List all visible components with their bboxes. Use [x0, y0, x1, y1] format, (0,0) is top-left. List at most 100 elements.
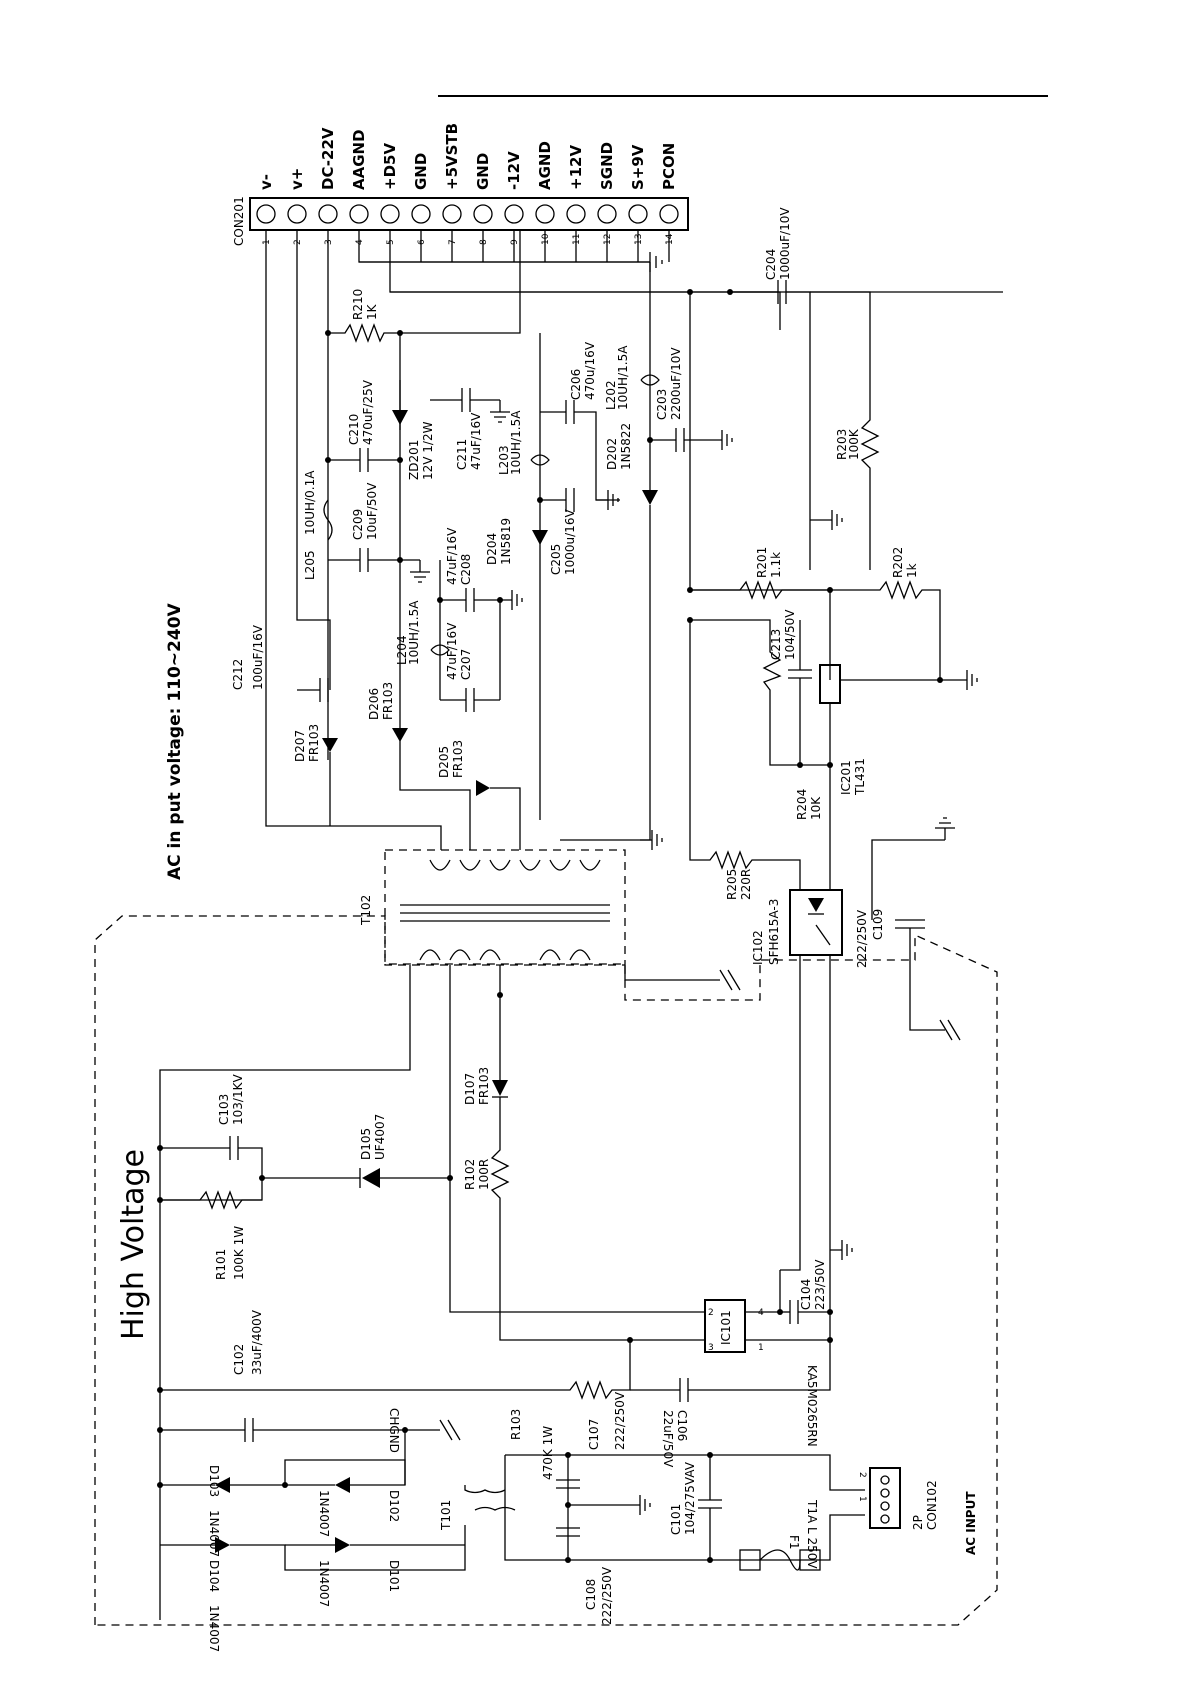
connector-pin-number-2: 2 — [293, 239, 303, 245]
c204-val: 1000uF/10V — [778, 207, 792, 280]
con102-body — [869, 1467, 901, 1529]
r102-ref: R102 — [463, 1159, 477, 1190]
c212-ref: C212 — [231, 659, 245, 690]
ic201-ref: IC201 — [839, 760, 853, 795]
connector-pin-12 — [597, 204, 617, 224]
r210-ref: R210 — [351, 289, 365, 320]
zd201-val: 12V 1/2W — [421, 421, 435, 480]
c109-ref: C109 — [871, 909, 885, 940]
d202-val: 1N5822 — [619, 423, 633, 470]
r205-val: 220R — [739, 869, 753, 900]
connector-pin-number-5: 5 — [386, 239, 396, 245]
con102-val: 2P — [911, 1515, 925, 1530]
connector-pin-number-9: 9 — [510, 239, 520, 245]
connector-pin-number-13: 13 — [634, 234, 644, 245]
connector-pin-6 — [411, 204, 431, 224]
c104-val: 223/50V — [813, 1259, 827, 1310]
connector-pin-label-12: SGND — [598, 142, 616, 190]
d103-ref: D103 — [207, 1465, 221, 1497]
ac-input-label: AC INPUT — [964, 1491, 978, 1555]
d205-val: FR103 — [451, 740, 465, 778]
con102-pin-2: 2 — [857, 1472, 867, 1478]
connector-ref: CON201 — [232, 196, 246, 246]
connector-pin-number-14: 14 — [665, 233, 675, 245]
connector-body — [249, 197, 689, 231]
c102-val: 33uF/400V — [250, 1309, 264, 1375]
c107-val: 222/250V — [613, 1391, 627, 1450]
secondary-grounds — [410, 400, 843, 850]
ic201-val: TL431 — [853, 758, 867, 796]
c208-ref: C208 — [459, 554, 473, 585]
connector-pin-label-1: v- — [257, 174, 275, 190]
c106-val: 22uF/50V — [661, 1410, 675, 1468]
r202-val: 1k — [905, 563, 919, 578]
transformer-t102: T102 — [359, 849, 626, 966]
d104-val: 1N4007 — [207, 1605, 221, 1652]
c208-val: 47uF/16V — [445, 527, 459, 585]
connector-pin-label-5: +D5V — [381, 143, 399, 190]
connector-pin-number-8: 8 — [479, 239, 489, 245]
connector-pin-label-13: S+9V — [629, 144, 647, 190]
connector-pin-7 — [442, 204, 462, 224]
ic101-ref: IC101 — [719, 1310, 733, 1345]
c211-ref: C211 — [455, 439, 469, 470]
connector-pin-label-10: AGND — [536, 141, 554, 190]
connector-pin-number-6: 6 — [417, 239, 427, 245]
c206-val: 470u/16V — [583, 341, 597, 400]
connector-pin-label-3: DC-22V — [319, 127, 337, 190]
component-labels: C204 1000uF/10V R210 1K C210 470uF/25V Z… — [207, 207, 978, 1653]
c108-val: 222/250V — [600, 1566, 614, 1625]
c103-ref: C103 — [217, 1094, 231, 1125]
high-voltage-title: High Voltage — [116, 1149, 151, 1340]
r201-val: 1.1k — [769, 552, 783, 578]
l202-val: 10UH/1.5A — [616, 345, 630, 410]
l202-ref: L202 — [604, 380, 618, 410]
connector-pin-label-7: +5VSTB — [443, 123, 461, 190]
ic102-body — [789, 889, 843, 956]
connector-pin-14 — [659, 204, 679, 224]
connector-pin-5 — [380, 204, 400, 224]
d205-ref: D205 — [437, 746, 451, 778]
junction-dots — [157, 289, 943, 1563]
c101-ref: C101 — [669, 1504, 683, 1535]
d103-val: 1N4007 — [207, 1510, 221, 1557]
connector-pin-3 — [318, 204, 338, 224]
r203-val: 100K — [847, 428, 861, 460]
c101-val: 104/275VAV — [683, 1461, 697, 1535]
connector-pin-10 — [535, 204, 555, 224]
t101-ref: T101 — [439, 1500, 453, 1531]
connector-pin-label-2: v+ — [288, 168, 306, 190]
c103-val: 103/1KV — [231, 1074, 245, 1125]
c107-ref: C107 — [587, 1419, 601, 1450]
d105-val: UF4007 — [373, 1114, 387, 1160]
l203-ref: L203 — [497, 445, 511, 475]
connector-pin-13 — [628, 204, 648, 224]
d202-ref: D202 — [605, 438, 619, 470]
c106-ref: C106 — [675, 1410, 689, 1441]
t102-ref: T102 — [359, 895, 373, 926]
connector-pin-number-3: 3 — [324, 239, 334, 245]
l205-val: 10UH/0.1A — [303, 470, 317, 535]
r101-ref: R101 — [214, 1249, 228, 1280]
con102-ref: CON102 — [925, 1480, 939, 1530]
d101-val: 1N4007 — [317, 1560, 331, 1607]
ic101-pin-4: 4 — [758, 1308, 764, 1318]
connector-pin-label-9: -12V — [505, 151, 523, 190]
connector-con201: CON201 v-1v+2DC-22V3AAGND4+D5V5GND6+5VST… — [232, 123, 689, 246]
connector-pin-4 — [349, 204, 369, 224]
c205-val: 1000u/16V — [563, 509, 577, 575]
r202-ref: R202 — [891, 547, 905, 578]
r201-ref: R201 — [755, 547, 769, 578]
connector-pin-11 — [566, 204, 586, 224]
r205-ref: R205 — [725, 869, 739, 900]
r204-val: 10K — [809, 796, 823, 820]
c209-val: 10uF/50V — [365, 482, 379, 540]
connector-pin-number-7: 7 — [448, 239, 458, 245]
d206-ref: D206 — [367, 688, 381, 720]
zd201-ref: ZD201 — [407, 440, 421, 480]
c104-ref: C104 — [799, 1279, 813, 1310]
connector-pins: v-1v+2DC-22V3AAGND4+D5V5GND6+5VSTB7GND8-… — [256, 123, 679, 245]
d102-ref: D102 — [387, 1490, 401, 1522]
connector-pin-number-1: 1 — [262, 239, 272, 245]
connector-pin-9 — [504, 204, 524, 224]
